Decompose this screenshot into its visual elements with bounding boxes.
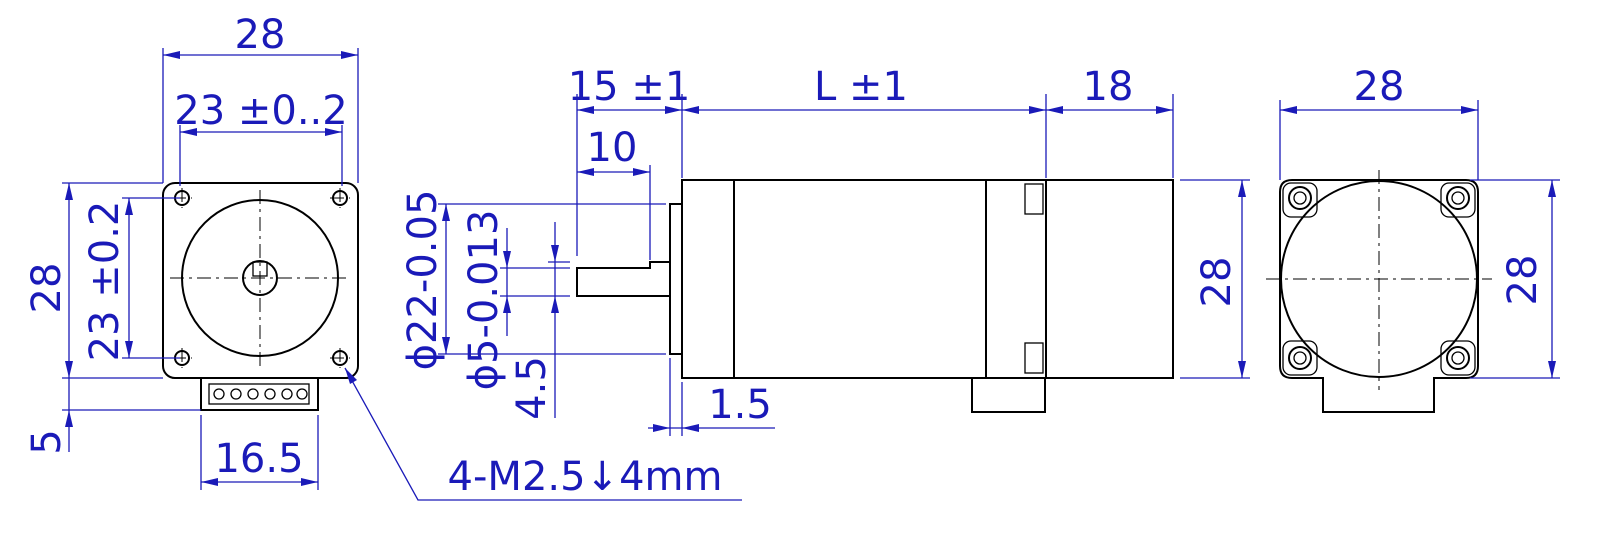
front-width-label: 28 xyxy=(235,12,286,58)
rear-view xyxy=(1266,170,1492,413)
body-length-label: L ±1 xyxy=(814,64,908,110)
flat-length-label: 10 xyxy=(587,125,638,171)
rear-view-dimensions xyxy=(1279,100,1560,379)
shaft-diameter-label: ϕ5-0.013 xyxy=(461,210,507,391)
rear-width-label: 28 xyxy=(1354,64,1405,110)
connector-width-label: 16.5 xyxy=(214,436,303,482)
front-view-dimensions xyxy=(62,48,742,501)
shaft-length-label: 15 ±1 xyxy=(568,64,691,110)
connector-offset-label: 5 xyxy=(24,429,70,454)
encoder-length-label: 18 xyxy=(1083,64,1134,110)
front-hole-spacing-h-label: 23 ±0.2 xyxy=(82,201,128,362)
front-view-labels: 28 23 ±0..2 28 23 ±0.2 5 16.5 4-M2.5↓4mm xyxy=(24,12,722,500)
rear-height-label: 28 xyxy=(1500,255,1546,306)
side-view xyxy=(576,179,1174,413)
side-view-dimensions xyxy=(438,94,1250,436)
flat-depth-label: 4.5 xyxy=(509,356,555,420)
side-view-labels: 15 ±1 L ±1 18 10 ϕ22-0.05 ϕ5-0.013 4.5 1… xyxy=(400,64,1240,428)
side-height-label: 28 xyxy=(1194,257,1240,308)
front-view xyxy=(162,182,359,411)
thread-callout-label: 4-M2.5↓4mm xyxy=(448,454,723,500)
front-hole-spacing-w-label: 23 ±0..2 xyxy=(174,88,347,134)
front-height-label: 28 xyxy=(24,263,70,314)
boss-diameter-label: ϕ22-0.05 xyxy=(400,190,446,371)
rear-view-labels: 28 28 xyxy=(1354,64,1546,305)
boss-height-label: 1.5 xyxy=(708,382,772,428)
